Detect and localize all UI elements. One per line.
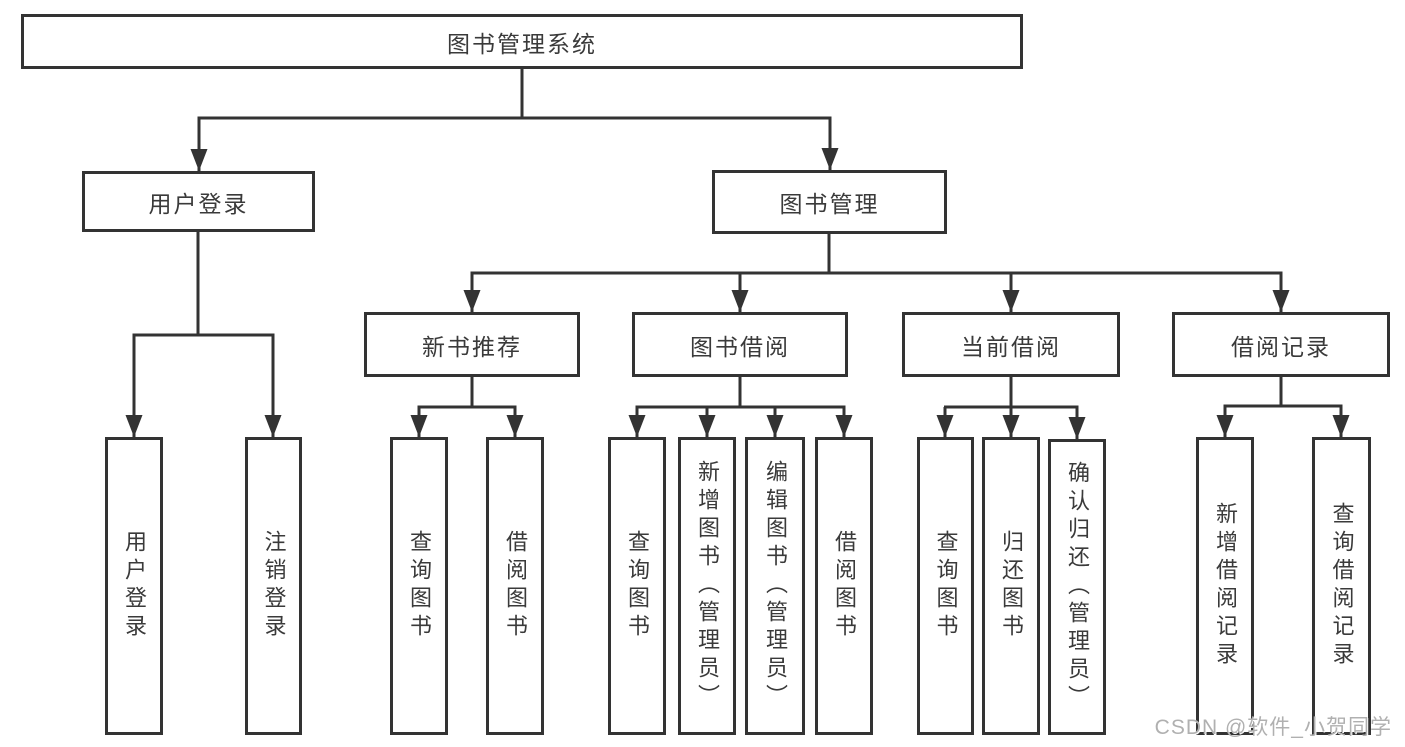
node-label: 查询图书: [625, 530, 650, 642]
node-label: 图书管理: [779, 191, 880, 217]
connector-borrow-records-children: [1216, 377, 1350, 437]
leaf-query-books-current: 查询图书: [917, 437, 974, 735]
connector-root-to-level2: [190, 69, 839, 171]
node-label: 确认归还（管理员）: [1065, 461, 1090, 713]
connector-current-borrow-children: [936, 377, 1086, 439]
node-new-book-recommend: 新书推荐: [364, 312, 580, 377]
leaf-edit-books-admin: 编辑图书（管理员）: [745, 437, 805, 735]
node-label: 查询图书: [933, 530, 959, 642]
node-label: 借阅记录: [1231, 333, 1331, 360]
node-book-borrow: 图书借阅: [632, 312, 848, 377]
node-label: 新增借阅记录: [1213, 502, 1238, 670]
leaf-query-books-recommend: 查询图书: [390, 437, 448, 735]
leaf-borrow-books-recommend: 借阅图书: [486, 437, 544, 735]
node-label: 借阅图书: [832, 530, 857, 642]
node-label: 图书管理系统: [447, 30, 597, 57]
connector-book-borrow-children: [628, 377, 853, 437]
node-label: 查询图书: [407, 530, 432, 642]
node-label: 归还图书: [999, 530, 1024, 642]
leaf-query-borrow-record: 查询借阅记录: [1312, 437, 1371, 735]
connector-book-management-children: [463, 234, 1290, 312]
csdn-watermark: CSDN @软件_小贺同学: [1154, 716, 1392, 739]
node-label: 编辑图书（管理员）: [763, 460, 788, 712]
node-book-management: 图书管理: [712, 170, 947, 234]
node-label: 图书借阅: [690, 333, 790, 360]
leaf-query-books-borrow: 查询图书: [608, 437, 666, 735]
node-label: 查询借阅记录: [1329, 502, 1355, 670]
node-label: 用户登录: [148, 190, 249, 217]
node-library-management-system: 图书管理系统: [21, 14, 1023, 69]
leaf-add-books-admin: 新增图书（管理员）: [678, 437, 736, 735]
leaf-logout: 注销登录: [245, 437, 302, 735]
leaf-user-login: 用户登录: [105, 437, 163, 735]
connector-new-book-recommend-children: [410, 377, 524, 437]
leaf-add-borrow-record: 新增借阅记录: [1196, 437, 1254, 735]
node-borrow-records: 借阅记录: [1172, 312, 1390, 377]
node-label: 新书推荐: [422, 333, 522, 360]
node-label: 用户登录: [122, 530, 147, 642]
connector-user-login-children: [125, 232, 282, 437]
node-label: 借阅图书: [503, 530, 528, 642]
leaf-confirm-return-admin: 确认归还（管理员）: [1048, 439, 1106, 735]
leaf-return-books: 归还图书: [982, 437, 1040, 735]
node-label: 新增图书（管理员）: [695, 460, 720, 712]
node-label: 注销登录: [261, 530, 287, 642]
leaf-borrow-books: 借阅图书: [815, 437, 873, 735]
node-current-borrow: 当前借阅: [902, 312, 1120, 377]
node-user-login: 用户登录: [82, 171, 315, 232]
node-label: 当前借阅: [961, 333, 1061, 360]
